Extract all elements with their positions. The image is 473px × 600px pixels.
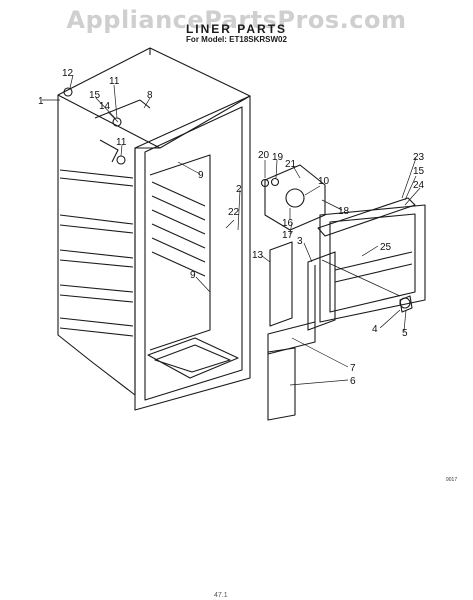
gasket-strip <box>267 321 316 355</box>
callout-25: 25 <box>380 242 392 253</box>
diagram-title: LINER PARTS <box>185 22 288 36</box>
page-footer: 47.1 <box>214 592 228 599</box>
callout-11: 11 <box>109 76 120 87</box>
callout-3: 3 <box>297 236 303 247</box>
callout-5: 5 <box>402 328 408 339</box>
callout-7: 7 <box>350 363 356 374</box>
callout-19: 19 <box>272 152 284 163</box>
callout-24: 24 <box>413 180 425 191</box>
callout-20: 20 <box>258 150 270 161</box>
liner-frame <box>134 95 251 411</box>
evaporator-cover <box>319 204 426 323</box>
callout-14: 14 <box>99 101 111 112</box>
callout-12: 12 <box>62 68 74 79</box>
callout-2: 2 <box>236 184 242 195</box>
callout-6: 6 <box>350 376 356 387</box>
callout-9: 9 <box>198 170 204 181</box>
callout-16: 16 <box>282 218 294 229</box>
callout-11b: 11 <box>116 137 127 148</box>
callout-15: 15 <box>89 90 101 101</box>
callout-8: 8 <box>147 90 153 101</box>
callout-4: 4 <box>372 324 378 335</box>
callout-17: 17 <box>282 230 294 241</box>
callout-21: 21 <box>285 159 297 170</box>
callout-18: 18 <box>338 206 350 217</box>
callout-22: 22 <box>228 207 240 218</box>
callout-10: 10 <box>318 176 330 187</box>
cabinet-top <box>57 47 251 149</box>
callout-9b: 9 <box>190 270 196 281</box>
watermark: AppliancePartsPros.com <box>66 6 407 34</box>
cabinet-left-side <box>57 95 160 396</box>
callout-23: 23 <box>413 152 425 163</box>
evaporator-coil <box>317 197 416 237</box>
diagram-code: 9017 <box>446 477 458 483</box>
fan-assembly <box>264 164 326 231</box>
part-callouts: 12 1 11 15 14 8 11 9 20 19 21 2 22 23 15… <box>38 68 425 387</box>
damper-duct <box>307 251 336 331</box>
model-subtitle: For Model: ET18SKRSW02 <box>186 35 287 44</box>
trim-strip <box>267 347 296 421</box>
callout-1: 1 <box>38 96 44 107</box>
callout-15b: 15 <box>413 166 425 177</box>
air-duct <box>269 241 293 327</box>
callout-13: 13 <box>252 250 264 261</box>
